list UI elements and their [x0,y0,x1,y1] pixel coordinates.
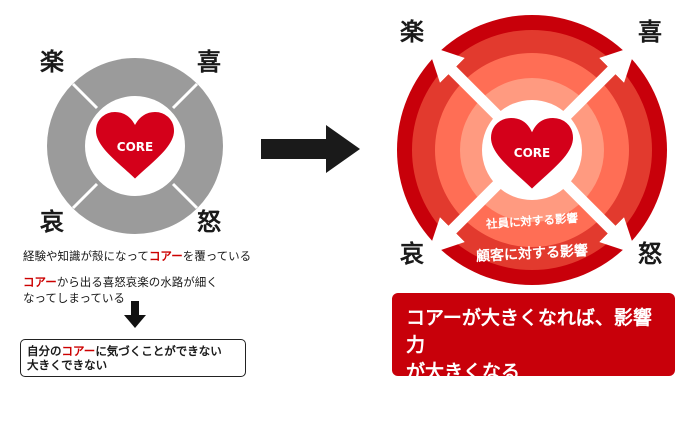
right-corner-ki: 喜 [638,18,662,46]
right-corner-raku: 楽 [400,18,424,46]
diagonal-arrows [427,45,637,255]
callout-line-1: コアーが大きくなれば、影響力 [406,307,652,356]
left-corner-ai: 哀 [40,208,64,236]
right-arrow-icon [261,125,360,173]
right-conclusion-callout: コアーが大きくなれば、影響力 が大きくなる [392,293,675,383]
right-heart-icon [488,115,576,192]
left-corner-raku: 楽 [40,48,64,76]
left-corner-ki: 喜 [197,48,221,76]
left-core-label: CORE [116,140,154,154]
caption-shell: 経験や知識が殻になってコアーを覆っている [23,249,252,263]
caption-narrow: コアーから出る喜怒哀楽の水路が細くなってしまっている [23,275,218,305]
left-corner-do: 怒 [197,208,221,236]
right-corner-ai: 哀 [400,240,424,268]
down-arrow-icon [124,301,146,328]
right-core-label: CORE [513,146,551,160]
right-corner-do: 怒 [638,240,662,268]
callout-line-2: が大きくなる [406,361,521,383]
left-conclusion-box: 自分のコアーに気づくことができない大きくできない [20,339,246,377]
left-heart-icon [93,109,177,182]
